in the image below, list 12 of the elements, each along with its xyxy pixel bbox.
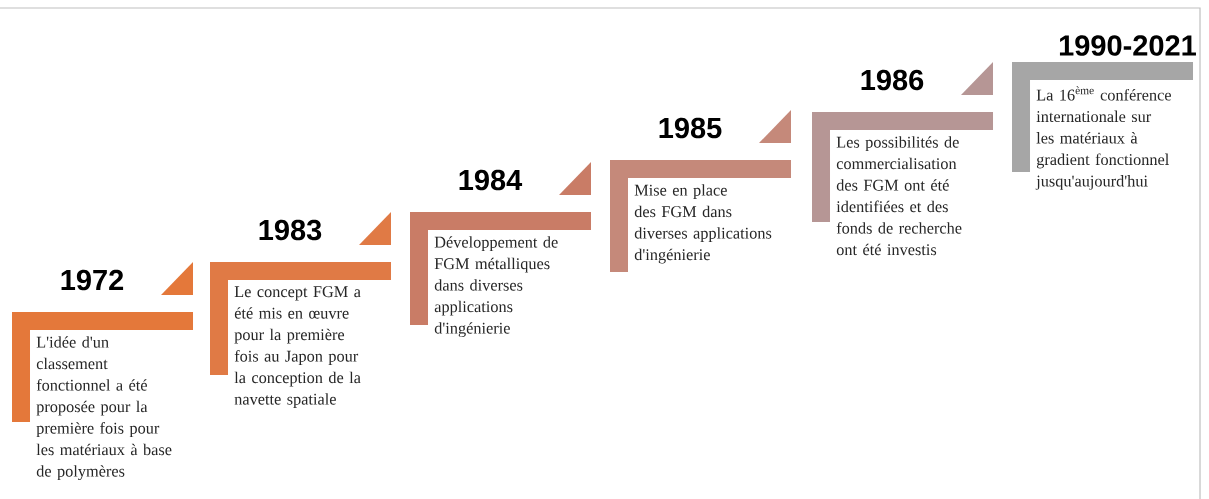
year-label: 1990-2021	[1059, 35, 1196, 56]
year-label: 1986	[861, 69, 924, 91]
timeline-step: Développement de FGM métalliques dans diverses applications d'ingénierie	[410, 212, 591, 338]
year-label: 1972	[61, 269, 124, 291]
year-label: 1984	[459, 169, 523, 191]
timeline-step: Le concept FGM a été mis en œuvre pour la première fois au Japon pour la conception de la navette spatiale	[210, 262, 391, 408]
timeline-step: La 16$^{ème}$ conférence internationale sur les matériaux à gradient fonctionnel jusqu'aujourd'hui	[1012, 62, 1193, 190]
timeline-step: Les possibilités de commercialisation des FGM ont été identifiées et des fonds de recherche ont été investis	[812, 112, 993, 256]
year-label: 1983	[259, 219, 322, 241]
year-label: 1985	[659, 117, 722, 139]
timeline-step: L'idée d'un classement fonctionnel a été proposée pour la première fois pour les matériaux à base de polymères	[12, 312, 193, 481]
timeline-step: Mise en place des FGM dans diverses applications d'ingénierie	[610, 160, 791, 272]
